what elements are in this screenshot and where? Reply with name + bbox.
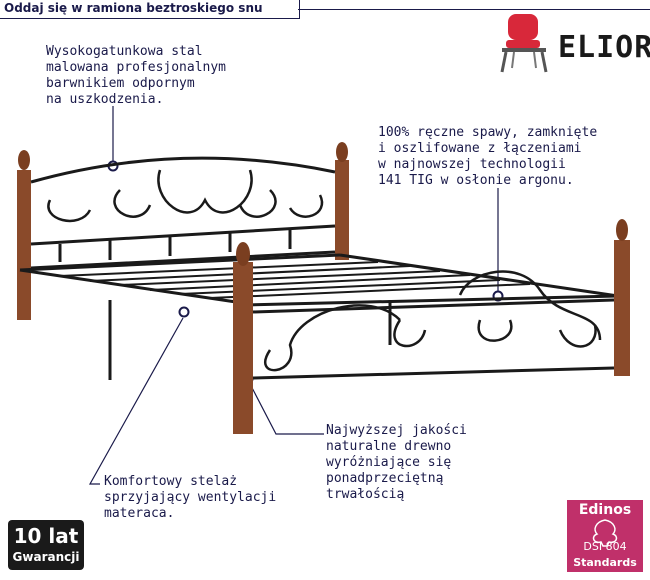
callout-dot-slats <box>178 306 190 318</box>
bed-frame-slats <box>19 253 619 380</box>
warranty-badge: 10 lat Gwarancji <box>8 520 84 570</box>
footboard <box>233 219 630 434</box>
callout-line-wood <box>247 379 324 435</box>
edinos-title: Edinos <box>578 502 632 518</box>
top-banner: Oddaj się w ramiona beztroskiego snu <box>0 0 300 19</box>
warranty-label: Gwarancji <box>12 550 80 564</box>
wood-post-back-left <box>17 170 31 320</box>
callout-line-slats <box>88 317 184 485</box>
banner-title: Oddaj się w ramiona beztroskiego snu <box>4 1 263 15</box>
annotation-wood: Najwyższej jakości naturalne drewno wyró… <box>326 423 467 502</box>
annotation-slats: Komfortowy stelaż sprzyjający wentylacji… <box>104 474 277 521</box>
red-chair-icon <box>500 14 548 73</box>
wood-post-front-right <box>614 240 630 376</box>
edinos-badge: Edinos DSI 804 Standards <box>567 500 643 572</box>
warranty-years: 10 lat <box>13 524 79 548</box>
annotation-welds: 100% ręczne spawy, zamknięte i oszlifowa… <box>378 125 598 188</box>
brand-name: ELIOR <box>558 30 650 65</box>
banner-divider <box>298 9 650 10</box>
annotation-steel: Wysokogatunkowa stal malowana profesjona… <box>46 44 227 107</box>
wood-post-back-right <box>335 160 349 260</box>
edinos-standards: Standards <box>573 556 637 569</box>
wood-post-front-left <box>233 262 253 434</box>
brand-logo: ELIOR <box>496 10 650 76</box>
edinos-codes: DSI 804 <box>583 540 627 553</box>
headboard <box>17 142 349 320</box>
tree-icon <box>592 519 618 547</box>
